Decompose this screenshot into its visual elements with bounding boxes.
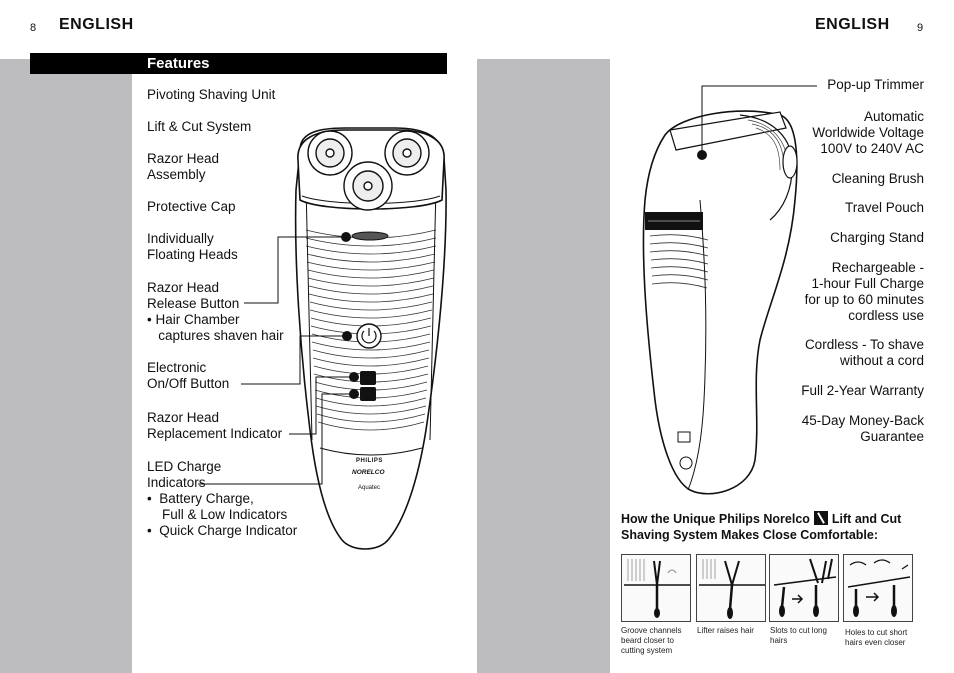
shaver-brand-philips: PHILIPS [356, 458, 383, 464]
label-replacement-indicator: Razor Head Replacement Indicator [147, 410, 283, 441]
feature-popup-trimmer: Pop-up Trimmer [827, 77, 924, 92]
long-hair-diagram [773, 558, 837, 617]
left-page-header: ENGLISH [59, 16, 134, 33]
label-on-off-button: Electronic On/Off Button [147, 360, 230, 391]
feature-cleaning-brush: Cleaning Brush [831, 171, 924, 186]
left-gray-margin [0, 59, 132, 673]
feature-charging-stand: Charging Stand [830, 230, 924, 245]
label-pivoting-shaving-unit: Pivoting Shaving Unit [147, 87, 276, 102]
lift-cut-heading-part2: Lift and Cut Shaving System Makes Close … [621, 512, 902, 542]
label-led-charge-indicators: LED Charge Indicators • Battery Charge, … [147, 459, 298, 538]
shaver-brand-norelco: NORELCO [352, 469, 385, 476]
right-gray-margin [477, 59, 610, 673]
feature-warranty: Full 2-Year Warranty [801, 383, 924, 398]
caption-long-hair: Slots to cut long hairs [770, 626, 827, 645]
right-page-header: ENGLISH [815, 16, 890, 33]
right-page-number: 9 [917, 22, 924, 34]
section-title: Features [147, 55, 210, 72]
shaver-model-name: Aquatec [358, 485, 381, 491]
feature-cordless: Cordless - To shave without a cord [804, 337, 924, 368]
label-lift-cut-system: Lift & Cut System [147, 119, 252, 134]
caption-lifter: Lifter raises hair [697, 626, 754, 635]
feature-rechargeable: Rechargeable - 1-hour Full Charge for up… [804, 260, 924, 323]
caption-short-hair: Holes to cut short hairs even closer [845, 628, 908, 647]
label-protective-cap: Protective Cap [147, 199, 236, 214]
lift-cut-heading-part1: How the Unique Philips Norelco [621, 512, 810, 526]
groove-diagram [624, 559, 690, 618]
left-page-number: 8 [30, 22, 37, 34]
feature-travel-pouch: Travel Pouch [844, 200, 924, 215]
diagram-panel-lifter [696, 554, 766, 622]
short-hair-diagram [847, 559, 911, 617]
caption-groove: Groove channels beard closer to cutting … [621, 626, 682, 655]
feature-worldwide-voltage: Automatic Worldwide Voltage 100V to 240V… [812, 109, 924, 156]
label-razor-head-assembly: Razor Head Assembly [147, 151, 220, 182]
norelco-logo-icon [813, 511, 828, 525]
label-floating-heads: Individually Floating Heads [147, 231, 238, 262]
diagram-panel-long-hair [769, 554, 839, 622]
feature-money-back: 45-Day Money-Back Guarantee [801, 413, 924, 444]
diagram-panel-short-hair [843, 554, 913, 622]
label-release-button: Razor Head Release Button • Hair Chamber… [147, 280, 284, 343]
lifter-diagram [699, 559, 765, 619]
section-title-bar [30, 53, 447, 74]
diagram-panel-groove [621, 554, 691, 622]
